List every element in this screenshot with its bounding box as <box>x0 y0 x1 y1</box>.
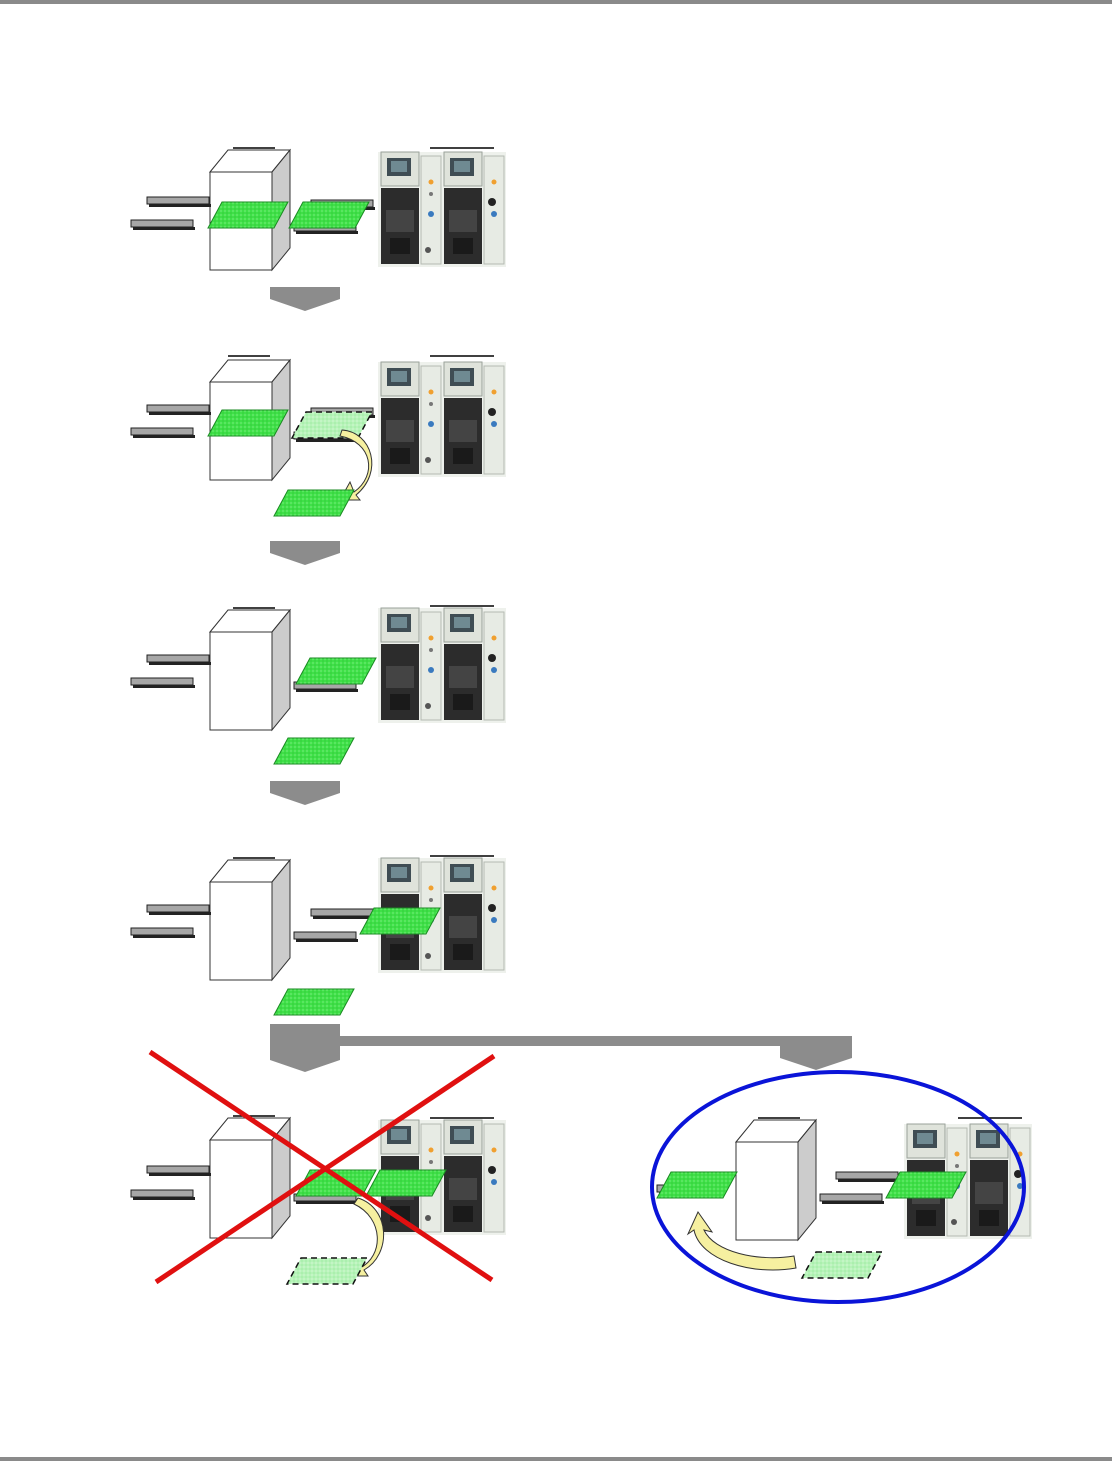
step-3 <box>131 606 506 764</box>
pcb-board-icon <box>208 410 288 436</box>
flow-arrow-icon <box>780 1036 852 1070</box>
conveyor-rail-icon <box>311 909 375 919</box>
conveyor-rail-icon <box>836 1172 900 1182</box>
placement-machine-icon <box>378 152 506 267</box>
flow-arrow-icon <box>270 541 340 565</box>
pcb-board-icon <box>292 412 372 438</box>
branch-connector <box>270 1024 852 1072</box>
step-4 <box>131 856 506 1015</box>
buffer-unit-icon <box>210 610 290 730</box>
pcb-board-icon <box>208 202 288 228</box>
conveyor-rail-icon <box>147 1166 211 1176</box>
step-1 <box>131 148 506 270</box>
flow-arrow-icon <box>270 1024 340 1072</box>
placement-machine-icon <box>378 608 506 723</box>
conveyor-rail-icon <box>294 932 358 942</box>
conveyor-rail-icon <box>131 428 195 438</box>
pcb-board-icon <box>296 658 376 684</box>
pcb-board-icon <box>802 1252 882 1278</box>
conveyor-rail-icon <box>147 405 211 415</box>
flow-arrow-icon <box>270 287 340 311</box>
conveyor-rail-icon <box>131 678 195 688</box>
conveyor-rail-icon <box>131 1190 195 1200</box>
outcome-accept <box>657 1118 1032 1278</box>
buffer-unit-icon <box>210 860 290 980</box>
flow-arrow-icon <box>270 781 340 805</box>
conveyor-rail-icon <box>131 928 195 938</box>
buffer-unit-icon <box>736 1120 816 1240</box>
pcb-board-icon <box>274 490 354 516</box>
step-2 <box>131 356 506 516</box>
pcb-board-icon <box>274 989 354 1015</box>
conveyor-rail-icon <box>147 197 211 207</box>
pcb-board-icon <box>289 202 369 228</box>
pcb-board-icon <box>274 738 354 764</box>
conveyor-rail-icon <box>131 220 195 230</box>
pcb-board-icon <box>366 1170 446 1196</box>
pcb-board-icon <box>360 908 440 934</box>
pcb-board-icon <box>886 1172 966 1198</box>
conveyor-rail-icon <box>147 655 211 665</box>
pcb-board-icon <box>657 1172 737 1198</box>
pcb-board-icon <box>287 1258 367 1284</box>
conveyor-rail-icon <box>147 905 211 915</box>
conveyor-rail-icon <box>820 1194 884 1204</box>
placement-machine-icon <box>378 362 506 477</box>
